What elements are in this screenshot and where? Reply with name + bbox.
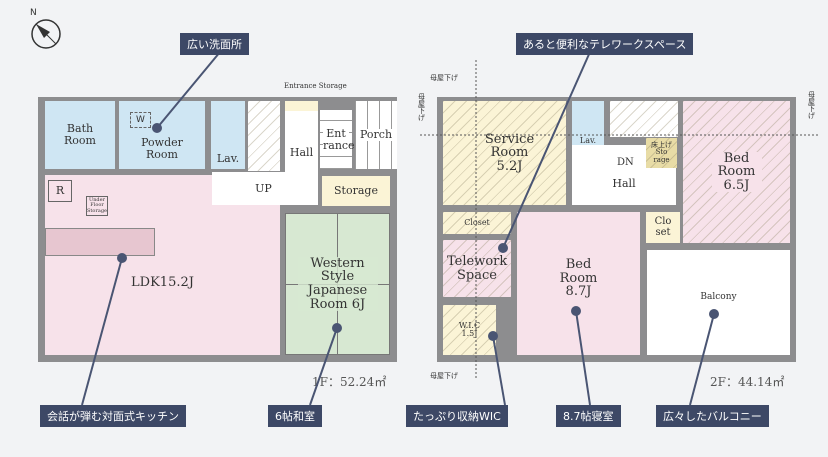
room-storage-1f: Storage [322,176,390,206]
ldk-label: LDK15.2J [131,274,194,290]
room-lav-1f: Lav. [211,101,245,169]
lav2-label: Lav. [579,135,597,145]
roof-mark-1: 母屋下げ [430,74,458,82]
room-bed-6-5: Bed Room 6.5J [683,101,790,243]
dn-label: DN [617,157,634,168]
hall-label: Hall [289,146,314,160]
room-wic: W.I.C 1.5J [443,305,496,355]
room-bath: Bath Room [45,101,115,169]
callout-powder: 広い洗面所 [180,33,249,55]
lav-label: Lav. [216,152,240,166]
entrance-storage [285,101,318,111]
balcony: Balcony [647,250,790,355]
room-porch: Porch [355,101,397,169]
closet2-label: Clo set [654,216,672,238]
room-entrance: Ent rance [320,110,355,169]
refrigerator: R [48,180,72,202]
compass-label: N [30,8,37,18]
kitchen-counter [45,228,155,256]
floor2-area: 2F：44.14㎡ [710,375,785,389]
powder-label: Powder Room [141,136,183,161]
porch-label: Porch [359,128,393,142]
room-japanese: Western Style Japanese Room 6J [285,213,390,355]
bed1-label: Bed Room 6.5J [711,151,762,193]
storage2-label: 床上げ Sto rage [651,140,672,164]
hall2-label: Hall [612,177,636,191]
callout-telework: あると便利なテレワークスペース [516,33,694,55]
room-closet: Closet [443,212,511,234]
room-closet-2: Clo set [646,212,680,243]
service-label: Service Room 5.2J [484,131,535,174]
room-lav-2f: Lav. [572,101,604,145]
bath-label: Bath Room [64,122,96,147]
entrance-storage-label: Entrance Storage [284,82,347,90]
stairs-1f [248,101,280,171]
bed2-label: Bed Room 8.7J [559,257,598,300]
up-label: UP [255,181,272,195]
callout-kitchen: 会話が弾む対面式キッチン [40,405,186,427]
callout-japanese: 6帖和室 [268,405,322,427]
wic-label: W.I.C 1.5J [458,320,481,338]
roof-mark-4: 母屋下げ [430,372,458,380]
room-storage-2f: 床上げ Sto rage [646,138,677,168]
refrigerator-label: R [55,184,65,198]
roof-mark-2: 母屋下げ [418,93,425,122]
compass-icon [30,18,62,50]
japanese-label: Western Style Japanese Room 6J [297,256,378,312]
room-hall-1f: Hall [285,101,318,205]
washer-label: W [130,112,151,128]
callout-wic: たっぷり収納WIC [406,405,508,427]
under-floor-label: Under Floor Storage [87,197,107,214]
closet-label: Closet [464,217,490,227]
entrance-label: Ent rance [323,126,355,152]
roof-mark-3: 母屋下げ [808,91,815,120]
telework-label: Telework Space [447,253,508,283]
stairs-2f [610,101,678,137]
balcony-label: Balcony [700,291,737,302]
callout-bed: 8.7帖寝室 [556,405,621,427]
callout-balcony: 広々したバルコニー [656,405,769,427]
storage-label: Storage [334,184,378,198]
floor1-area: 1F：52.24㎡ [312,375,387,389]
under-floor-storage: Under Floor Storage [86,196,108,216]
